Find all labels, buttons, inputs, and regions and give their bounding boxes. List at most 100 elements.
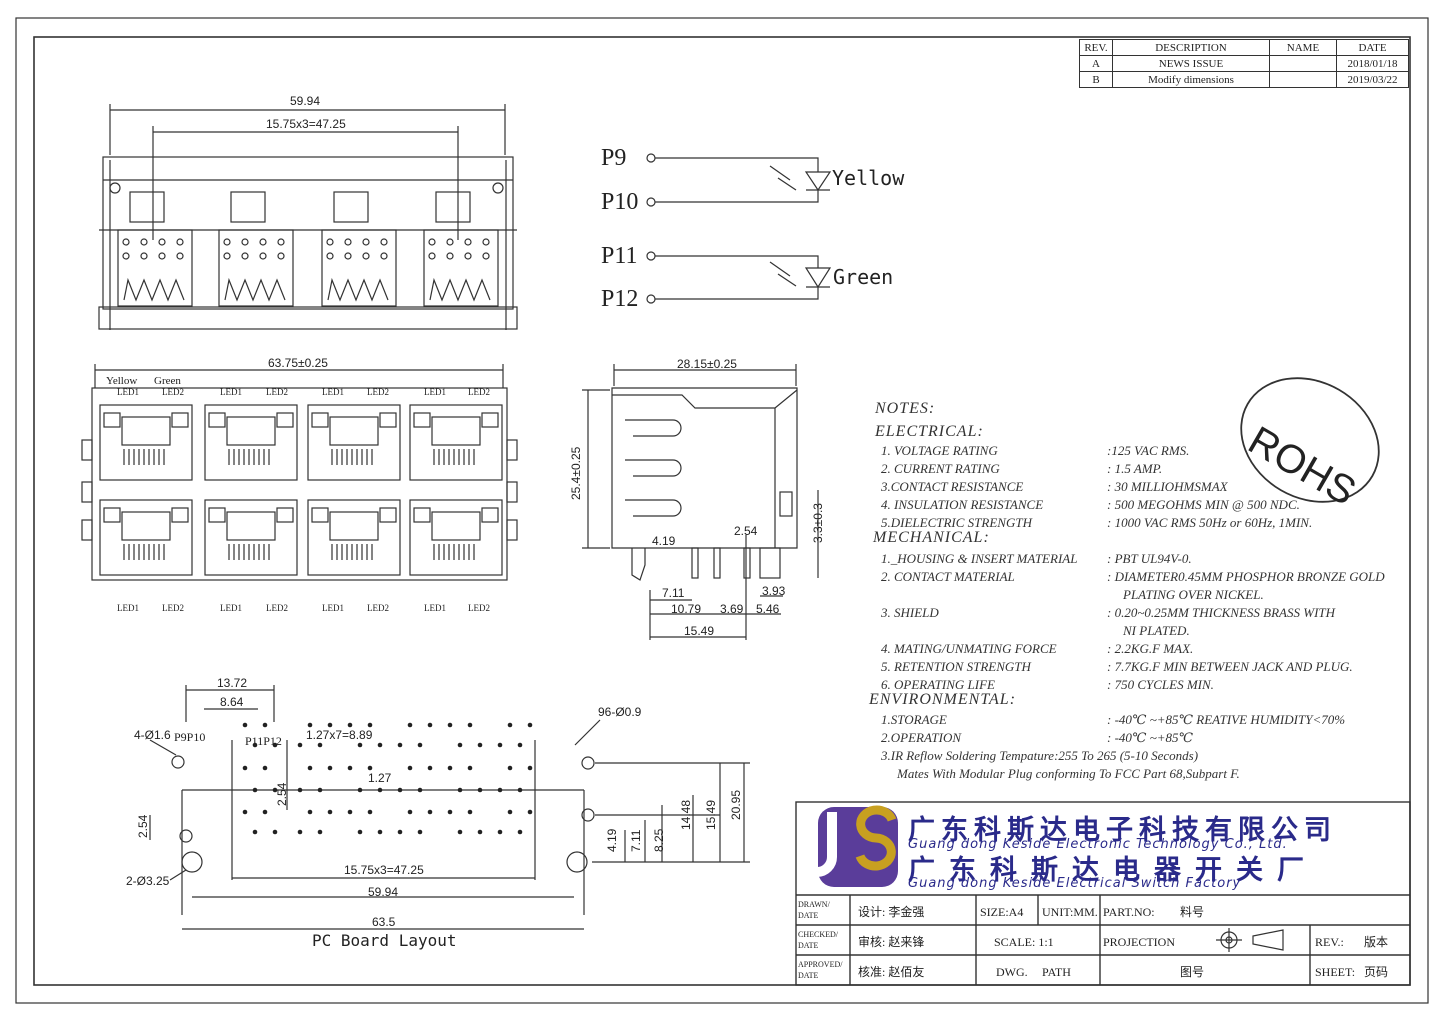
pcb-hole: [297, 742, 303, 748]
notes-title: NOTES:: [875, 400, 936, 417]
front-hole: [241, 238, 249, 246]
pcb-hole: [297, 787, 303, 793]
mates-note: Mates With Modular Plug conforming To FC…: [897, 766, 1240, 781]
pcb-hole: [317, 742, 323, 748]
pcb-hole: [497, 787, 503, 793]
led-label: LED2: [266, 387, 288, 397]
pcb-hole: [357, 829, 363, 835]
note-value: : 750 CYCLES MIN.: [1107, 677, 1214, 692]
note-key: 1.STORAGE: [881, 712, 947, 727]
pcb-dim-635: 63.5: [372, 915, 396, 929]
top-led: [481, 412, 499, 428]
top-led: [103, 507, 121, 523]
rohs-ellipse: [1240, 377, 1380, 503]
front-view: [98, 104, 518, 330]
top-plug-opening: [431, 416, 481, 446]
pcb-dim-254a: 2.54: [275, 782, 289, 806]
led-label: LED1: [220, 387, 242, 397]
led-green-label: Green: [833, 265, 894, 289]
side-dim-depth: 28.15±0.25: [677, 357, 737, 371]
rev-label: REV.:: [1315, 935, 1344, 949]
pcb-dim-pitch: 15.75x3=47.25: [344, 863, 424, 877]
front-hole: [122, 252, 130, 260]
pcb-hole: [317, 829, 323, 835]
side-dim-546: 5.46: [756, 602, 780, 616]
part-no-label: PART.NO:: [1103, 905, 1155, 919]
table-row: A NEWS ISSUE 2018/01/18: [1079, 55, 1409, 72]
top-port: [204, 404, 298, 481]
pcb-hole: [357, 787, 363, 793]
note-key: 5.DIELECTRIC STRENGTH: [881, 515, 1032, 530]
note-key: 2. CURRENT RATING: [881, 461, 1000, 476]
pcb-hole: [377, 829, 383, 835]
side-dim-1549: 15.49: [684, 624, 715, 638]
revision-table: REV. DESCRIPTION NAME DATE A NEWS ISSUE …: [1079, 39, 1409, 88]
top-led: [481, 507, 499, 523]
pcb-hole: [252, 829, 258, 835]
pcb-hole: [457, 787, 463, 793]
title-block-lines: [795, 801, 1411, 986]
pcb-hole: [297, 829, 303, 835]
pcb-hole: [517, 787, 523, 793]
pcb-hole: [507, 765, 513, 771]
front-hole: [428, 252, 436, 260]
front-hole: [259, 238, 267, 246]
rev-cell: 2019/03/22: [1336, 71, 1409, 88]
side-dim-peg: 3.3±0.3: [811, 503, 825, 543]
sheet-value: 页码: [1364, 965, 1389, 979]
pcb-hole: [242, 722, 248, 728]
front-hole: [176, 238, 184, 246]
pcb-hole: [427, 722, 433, 728]
pcb-hole: [377, 787, 383, 793]
pcb-hole: [327, 722, 333, 728]
pcb-dim-864: 8.64: [220, 695, 244, 709]
approved-value: 核准: 赵佰友: [858, 965, 925, 979]
pcb-hole: [367, 809, 373, 815]
pcb-hole: [477, 742, 483, 748]
front-contacts: [123, 277, 185, 302]
pcb-hole: [417, 742, 423, 748]
checked-value: 审核: 赵来锋: [858, 935, 925, 949]
front-port: [117, 229, 193, 307]
pcb-pitch-row: 1.27x7=8.89: [306, 728, 373, 742]
pcb-hole: [457, 829, 463, 835]
pcb-hole: [252, 742, 258, 748]
front-hole: [223, 252, 231, 260]
pcb-hole: [427, 809, 433, 815]
pcb-dim-v2095: 20.95: [729, 789, 743, 820]
rev-cell: A: [1079, 55, 1113, 72]
dwg-label: DWG.: [996, 965, 1028, 979]
note-key: 1. VOLTAGE RATING: [881, 443, 998, 458]
pcb-hole: [367, 765, 373, 771]
pcb-pins-right: P11P12: [245, 734, 282, 748]
approved-label: APPROVED/ DATE: [798, 960, 843, 980]
front-hole: [428, 238, 436, 246]
unit-field: UNIT:MM.: [1042, 905, 1098, 919]
pcb-hole: [307, 765, 313, 771]
pcb-hole: [497, 829, 503, 835]
pcb-hole: [407, 765, 413, 771]
pcb-hole: [327, 809, 333, 815]
pin-label-p9: P9: [601, 145, 627, 171]
note-key: 6. OPERATING LIFE: [881, 677, 995, 692]
pcb-hole: [467, 722, 473, 728]
led-label: LED2: [266, 603, 288, 613]
led-label: LED2: [367, 387, 389, 397]
pcb-hole: [272, 742, 278, 748]
top-plug-opening: [121, 416, 171, 446]
front-contacts: [429, 277, 491, 302]
pcb-dim-127: 1.27: [368, 771, 392, 785]
top-led: [103, 412, 121, 428]
company-name-en-1: Guang dong Keside Electronic Technology …: [908, 837, 1288, 852]
rev-header-date: DATE: [1336, 39, 1409, 56]
checked-label: CHECKED/ DATE: [798, 930, 838, 950]
pcb-dim-5994: 59.94: [368, 885, 399, 899]
top-led: [276, 412, 294, 428]
side-dim-393: 3.93: [762, 584, 786, 598]
top-view: [81, 364, 518, 581]
note-value: : 7.7KG.F MIN BETWEEN JACK AND PLUG.: [1107, 659, 1353, 674]
note-value-cont: PLATING OVER NICKEL.: [1123, 587, 1264, 602]
pcb-hole: [242, 809, 248, 815]
drawn-label: DRAWN/ DATE: [798, 900, 830, 920]
pcb-hole: [467, 765, 473, 771]
